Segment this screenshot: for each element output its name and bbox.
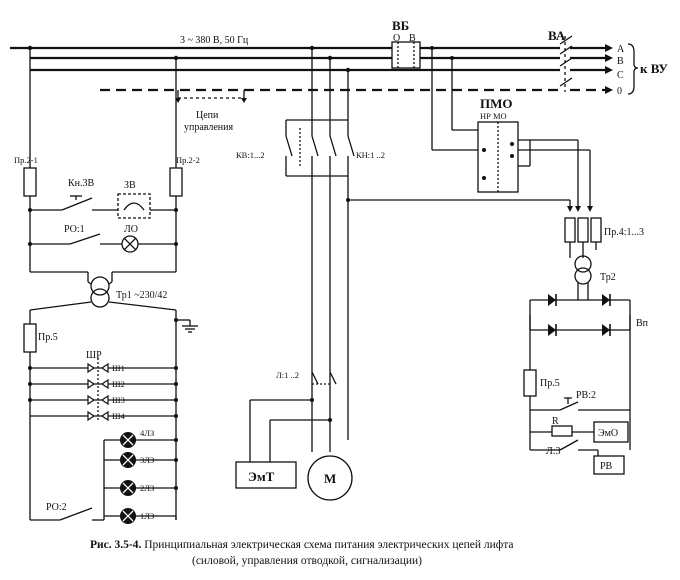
secondary-circuit — [23, 310, 198, 524]
caption-line1: Рис. 3.5-4. Принципиальная электрическая… — [90, 539, 513, 551]
to-vu-label: к ВУ — [640, 61, 668, 76]
r-label: R — [552, 416, 559, 427]
emo-box — [593, 421, 629, 443]
vb-o-label: О — [393, 33, 400, 44]
sh2-label: Ш2 — [112, 379, 125, 389]
tr1-label: Тр1 ~230/42 — [116, 290, 167, 301]
phase-b-label: B — [617, 56, 624, 67]
ro1-label: РО:1 — [64, 224, 85, 235]
motor-icon — [307, 455, 353, 501]
pr4-label: Пр.4:1...3 — [604, 227, 644, 238]
fuse-pr22-label: Пр.2-2 — [176, 155, 200, 165]
rv-label: РВ — [600, 461, 613, 472]
signal-lamp-icons — [120, 432, 136, 524]
tr2-label: Тр2 — [600, 272, 616, 283]
ro2-label: РО:2 — [46, 502, 67, 513]
control-circuits-label-1: Цепи — [196, 110, 219, 121]
l12-label: Л:1 ..2 — [276, 370, 299, 380]
pmo-branch — [430, 46, 631, 475]
emt-brake-box — [235, 461, 297, 489]
caption-line2: (силовой, управления отводкой, сигнализа… — [192, 555, 422, 567]
lamp-4l3-label: 4ЛЗ — [140, 428, 154, 438]
vb-label: ВБ — [392, 18, 409, 33]
lo-label: ЛО — [124, 224, 138, 235]
power-bus — [10, 43, 639, 95]
kn-label: КН:1 ..2 — [356, 150, 385, 160]
neutral-label: 0 — [617, 86, 622, 97]
left-circuit — [23, 45, 183, 282]
caption-line1-text: Принципиальная электрическая схема питан… — [141, 539, 513, 551]
sh4-label: Ш4 — [112, 411, 126, 421]
fuse-pr21-label: Пр.2-1 — [14, 155, 38, 165]
pr5-right-label: Пр.5 — [540, 378, 560, 389]
lamp-3l3-label: 3ЛЗ — [140, 455, 154, 465]
transformer-tr1 — [29, 276, 177, 311]
pr5-left-label: Пр.5 — [38, 332, 58, 343]
vb-v-label: В — [409, 33, 416, 44]
pmo-nr-mo-label: НР МО — [480, 111, 507, 121]
emt-label: ЭмТ — [248, 469, 275, 484]
pmo-label: ПМО — [480, 96, 513, 111]
rv-box — [593, 455, 625, 475]
rv2-label: РВ:2 — [576, 390, 596, 401]
vb-switch-box — [391, 41, 421, 69]
supply-label: 3 ~ 380 В, 50 Гц — [180, 35, 249, 46]
phase-c-label: C — [617, 70, 624, 81]
main-switch-va — [559, 35, 573, 92]
l3-label: Л:3 — [546, 446, 561, 457]
lamp-1l3-label: 1ЛЗ — [140, 511, 154, 521]
power-circuit — [235, 45, 570, 501]
shr-label: ШР — [86, 350, 102, 361]
emo-label: ЭмО — [598, 428, 618, 439]
va-label: ВА — [548, 28, 566, 43]
motor-label: M — [324, 471, 336, 486]
sh3-label: Ш3 — [112, 395, 125, 405]
control-circuits-label-2: управления — [184, 122, 234, 133]
caption-prefix: Рис. 3.5-4. — [90, 539, 141, 551]
sh1-label: Ш1 — [112, 363, 125, 373]
zv-label: ЗВ — [124, 180, 136, 191]
vp-label: Вп — [636, 318, 649, 329]
lamp-2l3-label: 2ЛЗ — [140, 483, 154, 493]
control-circuits-tap — [175, 90, 247, 103]
kn3v-label: Кн.3В — [68, 178, 95, 189]
kv-label: КВ:1...2 — [236, 150, 265, 160]
phase-a-label: A — [617, 44, 625, 55]
